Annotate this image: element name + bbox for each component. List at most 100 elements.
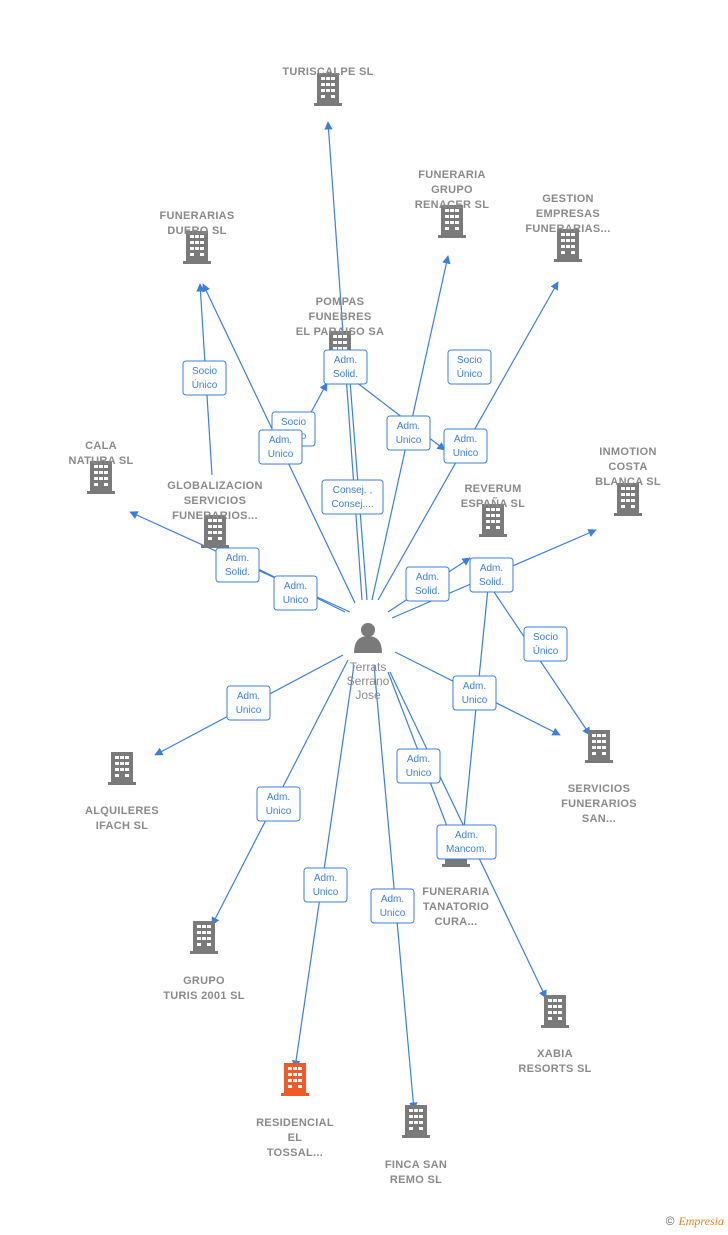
relation-badge[interactable]: Adm. Unico [226, 685, 271, 721]
node-label: TOSSAL... [267, 1147, 323, 1159]
node-label: FUNEBRES [309, 311, 372, 323]
building-icon [190, 921, 218, 954]
relation-badge[interactable]: Adm.Unico [370, 888, 415, 924]
relation-badge[interactable]: Adm.Solid. [405, 566, 450, 602]
node-label: FUNERARIAS [159, 210, 234, 222]
node-label: NATURA SL [68, 455, 133, 467]
node-grupo-turis[interactable]: GRUPO TURIS 2001 SL [163, 921, 245, 1002]
node-label: FUNERARIA [418, 169, 485, 181]
footer-brand[interactable]: ©Empresia [666, 1214, 724, 1229]
node-label: ALQUILERES [85, 805, 159, 817]
badge-label: Adm. [314, 873, 337, 884]
badge-label: Unico [283, 595, 309, 606]
badge-box [436, 824, 497, 860]
node-label: GRUPO [183, 975, 225, 987]
relation-badge[interactable]: Adm.Unico [386, 415, 431, 451]
relation-badge[interactable]: Adm.Mancom. [436, 824, 497, 860]
node-residencial[interactable]: RESIDENCIAL EL TOSSAL... [256, 1063, 334, 1159]
badge-box [226, 685, 271, 721]
node-label: CALA [85, 440, 117, 452]
node-label: FUNERARIOS... [172, 510, 258, 522]
node-funeraria-tanatorio[interactable]: FUNERARIATANATORIOCURA... [422, 834, 489, 928]
badge-label: Unico [462, 695, 488, 706]
relation-badge[interactable]: Adm.Unico [443, 428, 488, 464]
node-gestion[interactable]: GESTIONEMPRESASFUNERARIAS... [525, 193, 610, 262]
node-label: COSTA [608, 461, 647, 473]
badges: SocioÚnicoAdm.Solid.SocioÚnicoAdm.UnicoA… [182, 349, 568, 924]
node-label: FUNERARIOS [561, 798, 637, 810]
node-label: CURA... [434, 916, 477, 928]
node-cala-natura[interactable]: CALA NATURA SL [68, 440, 133, 494]
badge-box [443, 428, 488, 464]
badge-label: Adm. [226, 553, 249, 564]
badge-label: Consej.... [331, 499, 373, 510]
badge-label: Adm. [397, 421, 420, 432]
node-label: REVERUM [464, 483, 521, 495]
person-body [354, 636, 382, 653]
badge-box [405, 566, 450, 602]
node-label: SERVICIOS [184, 495, 246, 507]
badge-label: Adm. [407, 754, 430, 765]
badge-label: Mancom. [446, 844, 487, 855]
node-label: TURIS 2001 SL [163, 990, 245, 1002]
node-turiscalpe[interactable]: TURISCALPE SL [282, 66, 373, 106]
node-label: RESIDENCIAL [256, 1117, 334, 1129]
badge-box [303, 867, 348, 903]
badge-label: Unico [236, 705, 262, 716]
edge-arrow [291, 664, 355, 1069]
badge-label: Adm. [463, 681, 486, 692]
copyright-icon: © [665, 1214, 675, 1228]
node-inmotion[interactable]: INMOTION COSTA BLANCA SL [595, 446, 661, 516]
node-label: EL PARAISO SA [296, 326, 384, 338]
edge-arrow [344, 354, 368, 601]
node-servicios-san[interactable]: SERVICIOSFUNERARIOSSAN... [561, 730, 637, 825]
relation-badge[interactable]: Adm.Solid. [323, 349, 368, 385]
badge-label: Unico [406, 768, 432, 779]
relation-badge[interactable]: Adm.Solid. [215, 547, 260, 583]
badge-label: Adm. [237, 691, 260, 702]
badge-label: Socio [533, 632, 558, 643]
badge-box [447, 349, 492, 385]
badge-label: Unico [313, 887, 339, 898]
badge-box [182, 360, 227, 396]
relation-badge[interactable]: Adm. Unico [396, 748, 441, 784]
node-label: EL [288, 1132, 303, 1144]
relation-badge[interactable]: Adm. Unico [303, 867, 348, 903]
node-globalizacion[interactable]: GLOBALIZACION SERVICIOS FUNERARIOS... [167, 480, 263, 548]
edge-arrow [373, 664, 418, 1111]
node-label: BLANCA SL [595, 476, 661, 488]
node-label: RENACER SL [415, 199, 490, 211]
relation-badge[interactable]: Adm.Unico [258, 429, 303, 465]
node-label: SERVICIOS [568, 783, 630, 795]
relation-badge[interactable]: Adm. Unico [452, 675, 497, 711]
relation-badge[interactable]: Consej. ,Consej.... [321, 479, 384, 515]
relation-badge[interactable]: Adm. Unico [273, 575, 318, 611]
badge-box [323, 349, 368, 385]
relation-badge[interactable]: Adm.Unico [256, 786, 301, 822]
person-icon [361, 623, 375, 637]
relation-badge[interactable]: Adm.Solid. [469, 557, 514, 593]
badge-label: Adm. [454, 434, 477, 445]
node-label: GLOBALIZACION [167, 480, 263, 492]
badge-label: Adm. [284, 581, 307, 592]
badge-label: Socio [192, 366, 217, 377]
node-label: FUNERARIAS... [525, 223, 610, 235]
person-name: Jose [355, 688, 381, 702]
badge-label: Adm. [269, 435, 292, 446]
person-name: Terrats [350, 660, 387, 674]
badge-box [396, 748, 441, 784]
node-label: INMOTION [599, 446, 656, 458]
node-label: GESTION [542, 193, 594, 205]
